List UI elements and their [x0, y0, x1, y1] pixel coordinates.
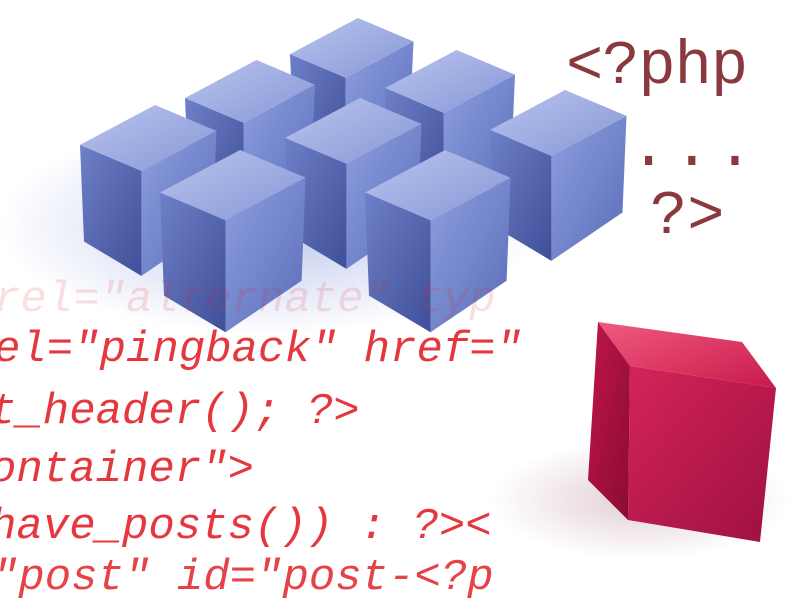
- php-open-tag: <?php: [566, 31, 748, 102]
- blue-cube: [80, 105, 217, 276]
- code-line-0: rel="alternate" typ: [0, 275, 496, 325]
- code-line-4: have_posts()) : ?><: [0, 502, 492, 552]
- blue-cube: [160, 150, 306, 333]
- code-line-3: ontainer">: [0, 445, 255, 495]
- illustration: [0, 18, 790, 560]
- code-line-2: t_header(); ?>: [0, 387, 360, 437]
- code-line-1: el="pingback" href=": [0, 325, 523, 375]
- php-close-tag: ?>: [650, 181, 725, 252]
- php-ellipsis: ...: [630, 113, 760, 184]
- red-cube-icon: [588, 322, 776, 542]
- blue-cube: [365, 150, 511, 333]
- blue-cube-grid-icon: [80, 18, 627, 333]
- code-line-5: "post" id="post-<?p: [0, 553, 494, 603]
